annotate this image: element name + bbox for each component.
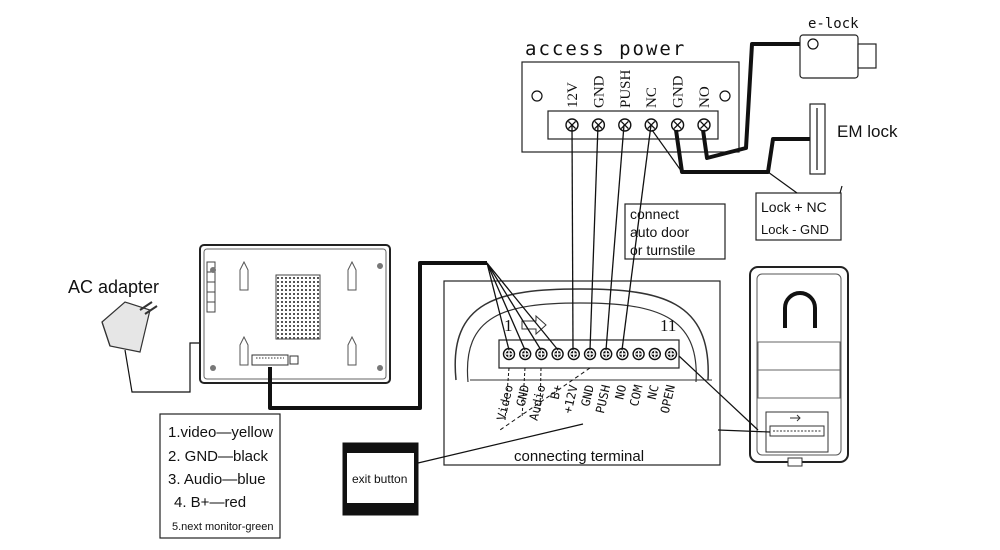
lock-notes-box — [755, 192, 842, 241]
access-power-terminal-label: GND — [591, 75, 607, 108]
e-lock-label: e-lock — [808, 16, 859, 32]
connect-note-line1: connect — [630, 206, 679, 222]
legend-item-4: 4. B+—red — [174, 494, 246, 511]
terminal-block-screws — [502, 347, 678, 361]
mount-hole-left — [531, 90, 543, 102]
access-power-terminal-label: PUSH — [618, 69, 634, 108]
terminal-pin-label: COM — [627, 384, 646, 408]
connecting-terminal-label: connecting terminal — [514, 448, 644, 465]
access-power-terminal-label: 12V — [565, 82, 581, 108]
connect-note-line3: or turnstile — [630, 242, 696, 258]
access-power-terminal-labels: 12V GND PUSH NC GND NO — [565, 69, 713, 108]
terminal-pin-label: B+ — [548, 384, 565, 401]
access-power-screw — [618, 118, 632, 132]
legend-item-1: 1.video—yellow — [168, 424, 273, 441]
access-power-terminal-label: GND — [671, 75, 687, 108]
legend-item-3: 3. Audio—blue — [168, 471, 266, 488]
terminal-start-number: 1 — [504, 316, 513, 335]
lock-note-nc: Lock + NC — [761, 199, 827, 215]
legend-item-5: 5.next monitor-green — [172, 521, 274, 533]
e-lock-device — [799, 34, 877, 79]
exit-button-label: exit button — [352, 472, 407, 486]
terminal-screw — [664, 347, 678, 361]
terminal-screw — [616, 347, 629, 361]
terminal-screw — [567, 347, 580, 361]
terminal-pin-label: NO — [612, 384, 629, 401]
wire-fans — [486, 124, 652, 431]
terminal-pin-label: GND — [578, 384, 597, 408]
terminal-screw — [600, 347, 613, 361]
exit-button-device — [342, 442, 419, 516]
wires — [268, 42, 843, 464]
outdoor-camera-unit — [749, 266, 849, 467]
access-power-terminal-label: NC — [644, 87, 660, 108]
terminal-pin-label: +12V — [561, 384, 581, 415]
access-power-screw — [644, 118, 658, 132]
access-power-title: access power — [525, 38, 686, 60]
access-power-screw — [591, 118, 606, 132]
mount-hole-right — [719, 90, 731, 102]
ac-adapter-label: AC adapter — [68, 277, 159, 297]
lock-note-gnd: Lock - GND — [761, 222, 829, 237]
em-lock-device — [809, 103, 826, 175]
connect-note-line2: auto door — [630, 224, 689, 240]
terminal-screw — [551, 347, 564, 361]
terminal-end-number: 11 — [660, 316, 676, 335]
access-power-terminal-label: NO — [697, 86, 713, 108]
terminal-screw — [502, 347, 516, 361]
terminal-screw — [583, 347, 597, 361]
terminal-screw — [519, 347, 532, 361]
connect-note-box — [624, 203, 726, 260]
wire-legend-box — [159, 413, 281, 539]
legend-item-2: 2. GND—black — [168, 448, 269, 465]
terminal-pin-label: NC — [645, 384, 662, 401]
terminal-screw — [535, 347, 548, 361]
access-power-screws — [565, 118, 711, 132]
camera-link-line-top — [678, 355, 759, 431]
camera-link-line-bottom — [717, 429, 771, 433]
access-power-screw — [670, 118, 685, 132]
terminal-pin-label: OPEN — [658, 384, 678, 415]
terminal-screw — [632, 347, 645, 361]
access-power-screw — [697, 118, 711, 132]
terminal-pin-label: PUSH — [593, 384, 613, 415]
em-lock-label: EM lock — [837, 122, 898, 141]
terminal-panel-cable-arc — [454, 288, 709, 381]
terminal-screw — [648, 347, 661, 361]
indoor-monitor — [199, 244, 391, 384]
ac-adapter-device — [101, 301, 158, 353]
